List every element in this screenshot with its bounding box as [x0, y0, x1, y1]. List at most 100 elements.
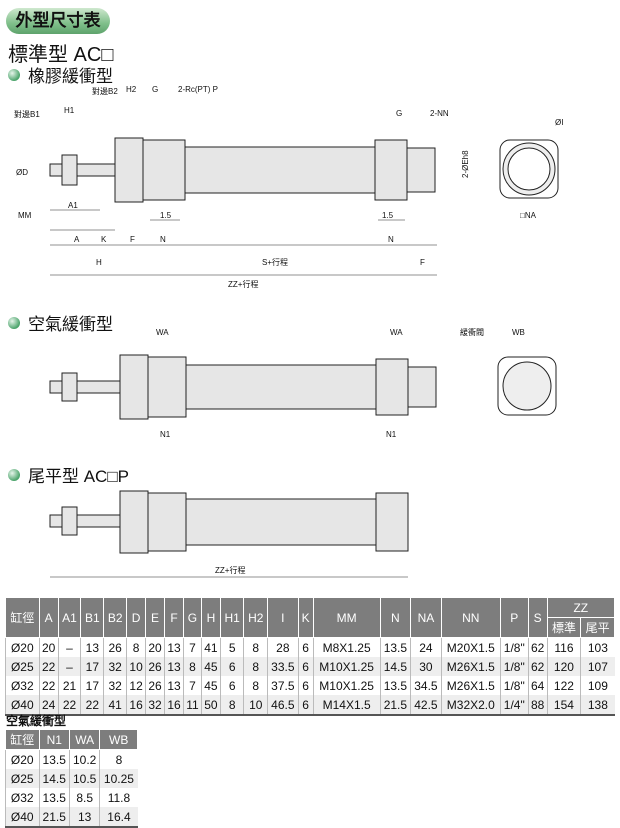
table-cell: 13.5: [379, 637, 411, 657]
table-cell: 26: [103, 637, 127, 657]
column-header: MM: [312, 597, 381, 638]
table-cell: 30: [410, 657, 442, 676]
table-cell: Ø25: [5, 769, 40, 788]
table-cell: 42.5: [410, 695, 442, 715]
table-cell: 138: [580, 695, 615, 715]
table-cell: 22: [38, 657, 59, 676]
table-cell: 10.25: [99, 769, 138, 788]
section-badge: 外型尺寸表: [6, 8, 110, 34]
label-na: □NA: [520, 211, 537, 220]
table-cell: 6: [297, 637, 314, 657]
table-cell: 120: [546, 657, 581, 676]
table-cell: 6: [297, 695, 314, 715]
table-cell: 46.5: [267, 695, 299, 715]
table-cell: 154: [546, 695, 581, 715]
column-header: P: [499, 597, 529, 638]
label-valve: 緩衝閥: [460, 327, 484, 337]
table-cell: 122: [546, 676, 581, 695]
section-heading-flat: 尾平型 AC□P: [8, 462, 129, 487]
column-header: N1: [38, 729, 70, 750]
table-cell: 32: [103, 657, 127, 676]
drawing-flat-end: ZZ+行程: [49, 490, 409, 578]
table-cell: 6: [219, 676, 244, 695]
table-cell: M32X2.0: [440, 695, 501, 715]
table-cell: 107: [580, 657, 615, 676]
label-h1: H1: [64, 106, 75, 115]
table-cell: 11: [183, 695, 202, 715]
label-d: ØD: [16, 168, 28, 177]
table-cell: 116: [546, 637, 581, 657]
table-cell: 45: [200, 676, 221, 695]
label-wb: WB: [512, 328, 525, 337]
table-cell: 41: [200, 637, 221, 657]
drawing-rubber-cushion: 對邊B1 H1 對邊B2 H2 G 2-Rc(PT) P G 2-NN ØI 2…: [14, 85, 563, 289]
column-header: H2: [243, 597, 269, 638]
table-cell: 50: [200, 695, 221, 715]
table-cell: 20: [38, 637, 59, 657]
table-cell: 32: [145, 695, 165, 715]
column-header: WA: [68, 729, 101, 750]
column-header: A: [38, 597, 59, 638]
table-cell: 1/8": [499, 657, 529, 676]
table-cell: –: [57, 637, 81, 657]
section-heading-rubber: 橡膠緩衝型: [8, 62, 113, 87]
table-cell: 5: [219, 637, 244, 657]
table-cell: 8: [243, 676, 268, 695]
table-cell: 12: [126, 676, 146, 695]
column-header: N: [379, 597, 412, 638]
table-cell: 26: [145, 676, 165, 695]
section-heading-air: 空氣緩衝型: [8, 310, 113, 335]
column-header: WB: [99, 729, 138, 750]
column-header: B1: [80, 597, 105, 638]
label-rc: 2-Rc(PT) P: [178, 85, 218, 94]
table-cell: 10.5: [68, 769, 100, 788]
table-cell: 8: [219, 695, 244, 715]
table-cell: Ø20: [5, 749, 40, 769]
label-s: S+行程: [262, 257, 288, 267]
label-g: G: [152, 85, 158, 94]
table-cell: 13: [68, 807, 100, 827]
column-header: H: [200, 597, 221, 638]
table-cell: 8: [243, 657, 268, 676]
table-cell: 20: [145, 637, 165, 657]
table-cell: 8.5: [68, 788, 100, 807]
table-cell: 21.5: [379, 695, 411, 715]
label-f2: F: [420, 258, 425, 267]
table-cell: 1/4": [499, 695, 529, 715]
table-cell: 8: [126, 637, 146, 657]
table-cell: 62: [527, 637, 548, 657]
label-eh8: 2-ØEh8: [461, 150, 470, 178]
column-header: F: [164, 597, 184, 638]
table-cell: Ø20: [5, 637, 40, 657]
drawing-air-cushion: WA WA 緩衝閥 WB N1 N1: [49, 327, 557, 439]
table-cell: 45: [200, 657, 221, 676]
label-zz: ZZ+行程: [228, 279, 258, 289]
table-cell: 11.8: [99, 788, 138, 807]
column-header: K: [297, 597, 314, 638]
label-wa2: WA: [390, 328, 403, 337]
label-phi-i: ØI: [555, 118, 563, 127]
table-cell: Ø25: [5, 657, 40, 676]
table-cell: M8X1.25: [312, 637, 381, 657]
column-header: ZZ: [546, 597, 616, 618]
column-header: B2: [103, 597, 128, 638]
table-cell: 37.5: [267, 676, 299, 695]
label-h: H: [96, 258, 102, 267]
label-1-5-left: 1.5: [160, 211, 172, 220]
column-header: NA: [410, 597, 442, 638]
table-cell: 13: [164, 637, 184, 657]
label-mm: MM: [18, 211, 32, 220]
bullet-icon: [8, 68, 20, 81]
table-cell: Ø40: [5, 807, 40, 827]
column-header: A1: [57, 597, 82, 638]
table-cell: 10: [243, 695, 268, 715]
table-cell: 26: [145, 657, 165, 676]
table-cell: 16: [126, 695, 146, 715]
table-cell: M14X1.5: [312, 695, 381, 715]
label-h2: H2: [126, 85, 137, 94]
